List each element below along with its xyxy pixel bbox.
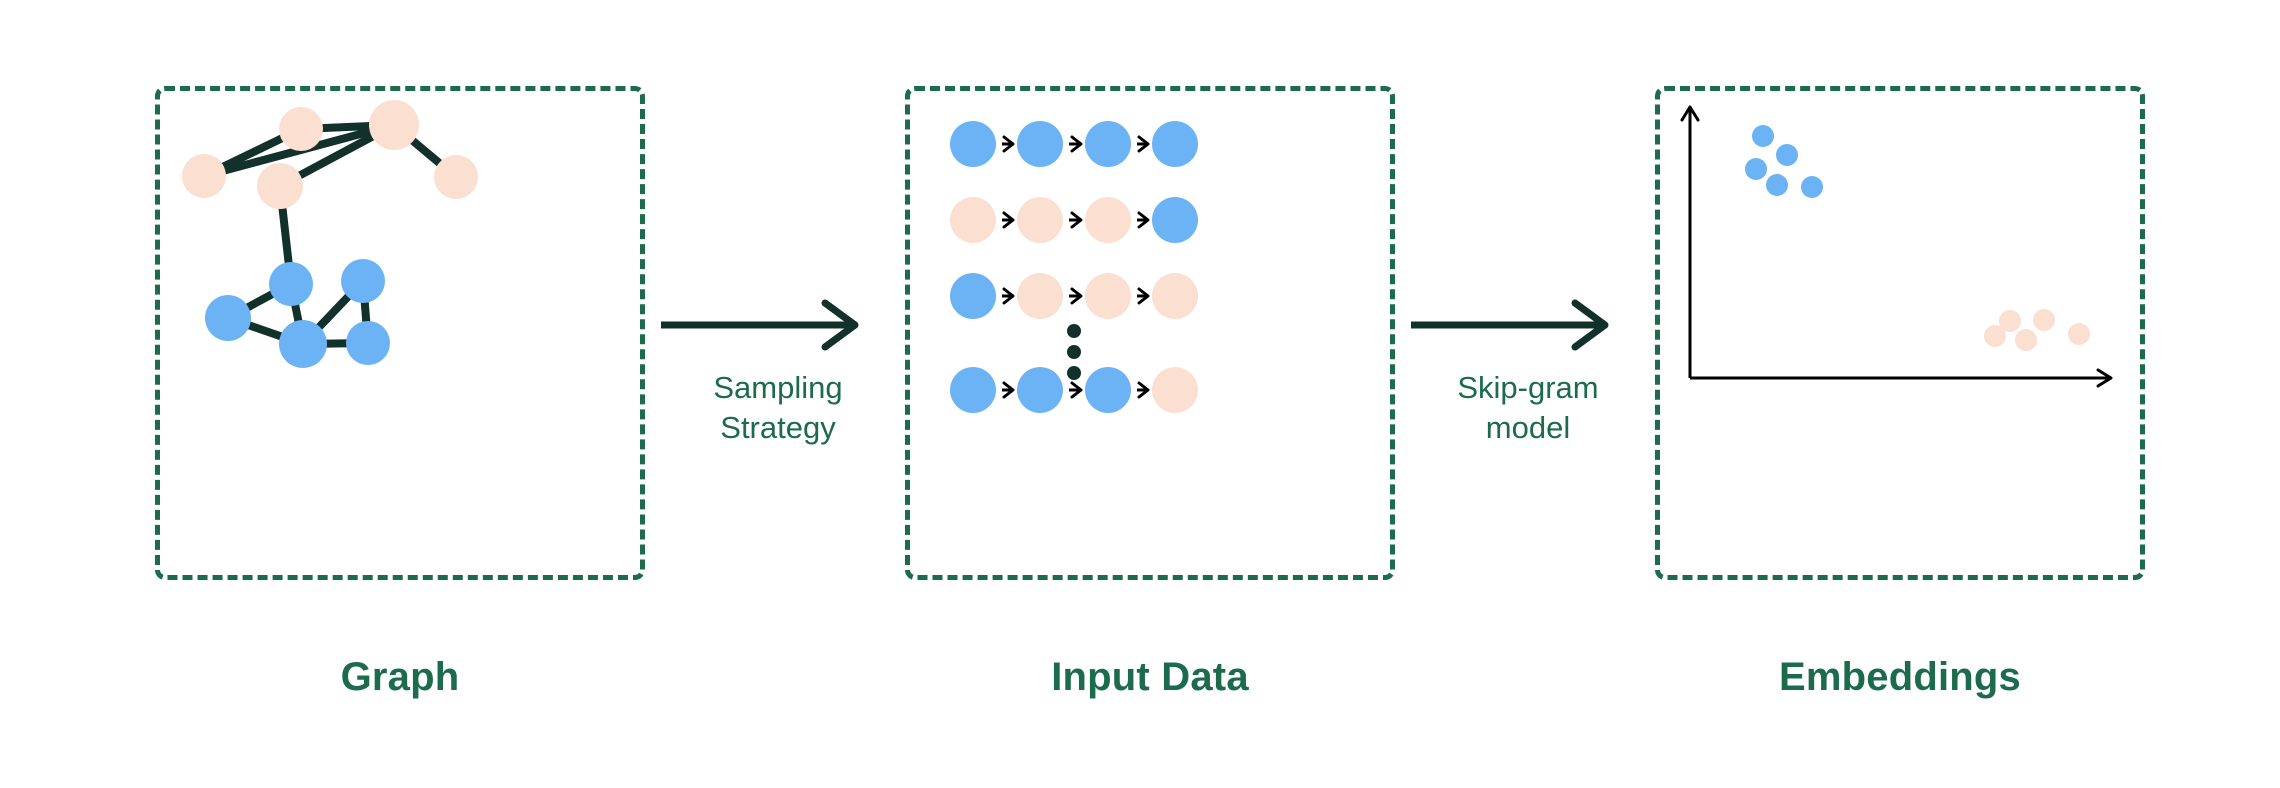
ellipsis-dot-icon [1067, 366, 1081, 380]
graph-node-blue[interactable] [269, 262, 313, 306]
scatter-point-peach-cluster[interactable] [1984, 325, 2006, 347]
x-axis-arrow-icon [2096, 368, 2113, 388]
sequence-arrow-head-icon [1070, 287, 1083, 305]
sequence-node-peach[interactable] [950, 197, 996, 243]
sequence-node-blue[interactable] [950, 121, 996, 167]
sequence-arrow-head-icon [1070, 211, 1083, 229]
sequence-arrow-head-icon [1002, 381, 1015, 399]
sequence-node-peach[interactable] [1152, 273, 1198, 319]
sequence-node-peach[interactable] [1152, 367, 1198, 413]
sequence-node-blue[interactable] [950, 273, 996, 319]
graph-node-blue[interactable] [279, 320, 327, 368]
connector-label-skipgram: Skip-gram model [1457, 370, 1599, 446]
sequence-node-blue[interactable] [1017, 367, 1063, 413]
graph-node-blue[interactable] [341, 259, 385, 303]
sequence-arrow-head-icon [1070, 381, 1083, 399]
sequence-arrow-head-icon [1137, 211, 1150, 229]
sequence-node-blue[interactable] [1017, 121, 1063, 167]
scatter-point-blue-cluster[interactable] [1801, 176, 1823, 198]
graph-node-blue[interactable] [346, 321, 390, 365]
ellipsis-dot-icon [1067, 345, 1081, 359]
panel-embeddings [1655, 86, 2145, 580]
graph-node-link-figure [182, 100, 478, 368]
panel-caption-input-data: Input Data [1051, 655, 1249, 699]
scatter-point-blue-cluster[interactable] [1752, 125, 1774, 147]
sequence-node-blue[interactable] [1152, 197, 1198, 243]
sequence-node-blue[interactable] [950, 367, 996, 413]
panel-graph [155, 86, 645, 580]
scatter-point-peach-cluster[interactable] [2015, 329, 2037, 351]
sequence-arrow-head-icon [1137, 135, 1150, 153]
graph-node-peach[interactable] [257, 163, 303, 209]
graph-node-blue[interactable] [205, 295, 251, 341]
scatter-point-blue-cluster[interactable] [1776, 144, 1798, 166]
panel-caption-graph: Graph [340, 655, 460, 699]
sequence-node-blue[interactable] [1085, 367, 1131, 413]
graph-node-peach[interactable] [434, 155, 478, 199]
graph-node-peach[interactable] [279, 107, 323, 151]
scatter-point-blue-cluster[interactable] [1766, 174, 1788, 196]
scatter-point-peach-cluster[interactable] [2068, 323, 2090, 345]
y-axis-arrow-icon [1680, 105, 1700, 122]
connector-label-sampling: Sampling Strategy [713, 370, 843, 446]
sequence-arrow-head-icon [1002, 287, 1015, 305]
sequence-node-blue[interactable] [1152, 121, 1198, 167]
sequence-arrow-head-icon [1137, 381, 1150, 399]
sequence-node-peach[interactable] [1017, 273, 1063, 319]
arrow-right-icon [661, 299, 859, 351]
sequence-arrow-head-icon [1070, 135, 1083, 153]
sequence-arrow-head-icon [1137, 287, 1150, 305]
sequence-node-peach[interactable] [1085, 273, 1131, 319]
graph-node-peach[interactable] [182, 154, 226, 198]
embeddings-scatter-plot [1680, 105, 2113, 388]
sequence-node-blue[interactable] [1085, 121, 1131, 167]
sequence-node-peach[interactable] [1085, 197, 1131, 243]
sequence-node-peach[interactable] [1017, 197, 1063, 243]
sequence-arrow-head-icon [1002, 135, 1015, 153]
arrow-right-icon [1411, 299, 1609, 351]
panel-caption-embeddings: Embeddings [1778, 655, 2022, 699]
input-data-sequences-figure [950, 121, 1198, 413]
panel-input-data [905, 86, 1395, 580]
graph-node-peach[interactable] [369, 100, 419, 150]
ellipsis-dot-icon [1067, 324, 1081, 338]
scatter-point-peach-cluster[interactable] [1999, 310, 2021, 332]
scatter-point-blue-cluster[interactable] [1745, 158, 1767, 180]
sequence-arrow-head-icon [1002, 211, 1015, 229]
scatter-point-peach-cluster[interactable] [2033, 309, 2055, 331]
